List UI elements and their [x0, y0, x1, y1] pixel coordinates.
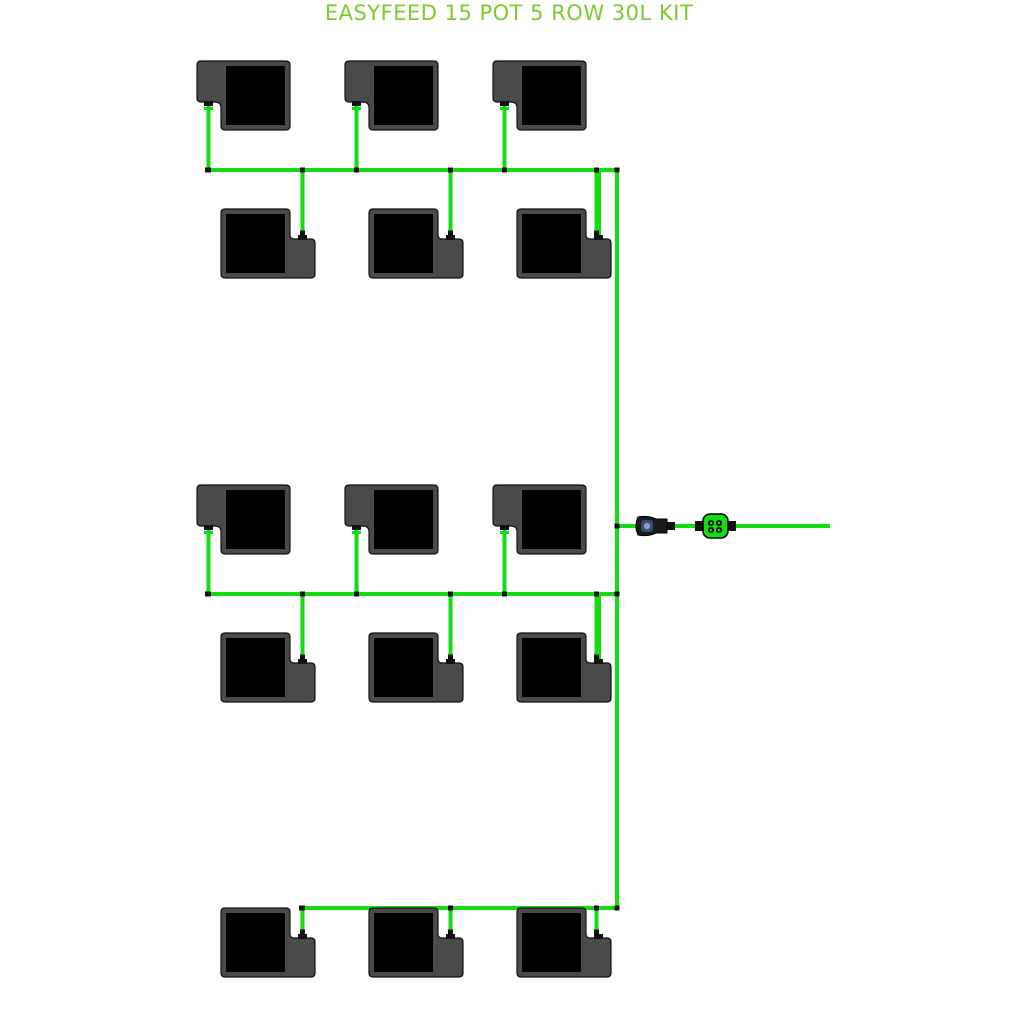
pot-row-2-2: [368, 208, 464, 279]
feed-pipes: [206, 106, 830, 934]
inlet-elbow: [352, 107, 361, 110]
pot-inlet: [446, 934, 455, 939]
pot-row-2-3: [516, 208, 612, 279]
pot-body: [226, 638, 285, 697]
pot-body: [374, 66, 433, 125]
pot-inlet: [298, 235, 307, 240]
pots: [196, 60, 612, 978]
tube-joint: [614, 167, 620, 173]
tube-joint: [594, 929, 599, 935]
tube-joint: [300, 905, 305, 911]
pot-body: [374, 638, 433, 697]
inlet-elbow: [500, 107, 509, 110]
tube-joint: [448, 905, 453, 911]
pot-inlet: [594, 659, 603, 664]
tube-joint: [300, 929, 305, 935]
inline-filter-icon: [695, 513, 736, 539]
inlet-elbow: [500, 531, 509, 534]
pot-body: [374, 214, 433, 273]
inlet-elbow: [204, 531, 213, 534]
tube-joint: [206, 167, 211, 173]
pot-row-5-3: [516, 907, 612, 978]
tube-joint: [614, 523, 620, 529]
pot-inlet: [298, 659, 307, 664]
pot-body: [522, 638, 581, 697]
pot-body: [226, 490, 285, 549]
tube-joint: [354, 167, 359, 173]
pot-row-2-1: [220, 208, 316, 279]
tube-joint: [206, 591, 211, 597]
inlet-elbow: [204, 107, 213, 110]
pot-row-3-1: [196, 484, 291, 555]
pot-row-3-3: [492, 484, 587, 555]
tube-joint: [502, 167, 507, 173]
pot-row-1-2: [344, 60, 439, 131]
inlet-elbow: [352, 531, 361, 534]
tube-joint: [448, 230, 453, 236]
pot-row-4-3: [516, 632, 612, 703]
pot-row-4-2: [368, 632, 464, 703]
pot-inlet: [352, 101, 361, 106]
pot-inlet: [594, 235, 603, 240]
pot-inlet: [446, 659, 455, 664]
tube-joint: [594, 591, 599, 597]
pot-row-1-3: [492, 60, 587, 131]
pot-inlet: [500, 525, 509, 530]
tube-joint: [614, 591, 620, 597]
pot-body: [374, 490, 433, 549]
tube-joint: [502, 591, 507, 597]
tube-joint: [594, 230, 599, 236]
pot-body: [374, 913, 433, 972]
tube-joint: [300, 230, 305, 236]
pot-body: [226, 913, 285, 972]
pot-row-3-2: [344, 484, 439, 555]
pot-row-1-1: [196, 60, 291, 131]
pipe-joints: [204, 107, 620, 935]
pot-row-5-1: [220, 907, 316, 978]
tube-joint: [594, 905, 599, 911]
inline-components: [635, 513, 736, 539]
pot-inlet: [352, 525, 361, 530]
pot-body: [522, 490, 581, 549]
tube-joint: [448, 929, 453, 935]
pot-row-4-1: [220, 632, 316, 703]
tube-joint: [300, 167, 305, 173]
pot-inlet: [204, 101, 213, 106]
tube-joint: [614, 905, 620, 911]
pot-inlet: [500, 101, 509, 106]
shutoff-tap-icon: [635, 515, 675, 537]
pot-inlet: [204, 525, 213, 530]
pot-body: [522, 66, 581, 125]
tube-joint: [300, 591, 305, 597]
pot-body: [522, 913, 581, 972]
tube-joint: [594, 167, 599, 173]
pot-body: [522, 214, 581, 273]
tube-joint: [448, 654, 453, 660]
tube-joint: [300, 654, 305, 660]
pot-row-5-2: [368, 907, 464, 978]
tube-joint: [448, 591, 453, 597]
pot-inlet: [446, 235, 455, 240]
pot-body: [226, 214, 285, 273]
pot-body: [226, 66, 285, 125]
diagram-title: EASYFEED 15 POT 5 ROW 30L KIT: [324, 1, 694, 25]
pot-inlet: [298, 934, 307, 939]
pot-inlet: [594, 934, 603, 939]
tube-joint: [448, 167, 453, 173]
tube-joint: [594, 654, 599, 660]
tube-joint: [354, 591, 359, 597]
